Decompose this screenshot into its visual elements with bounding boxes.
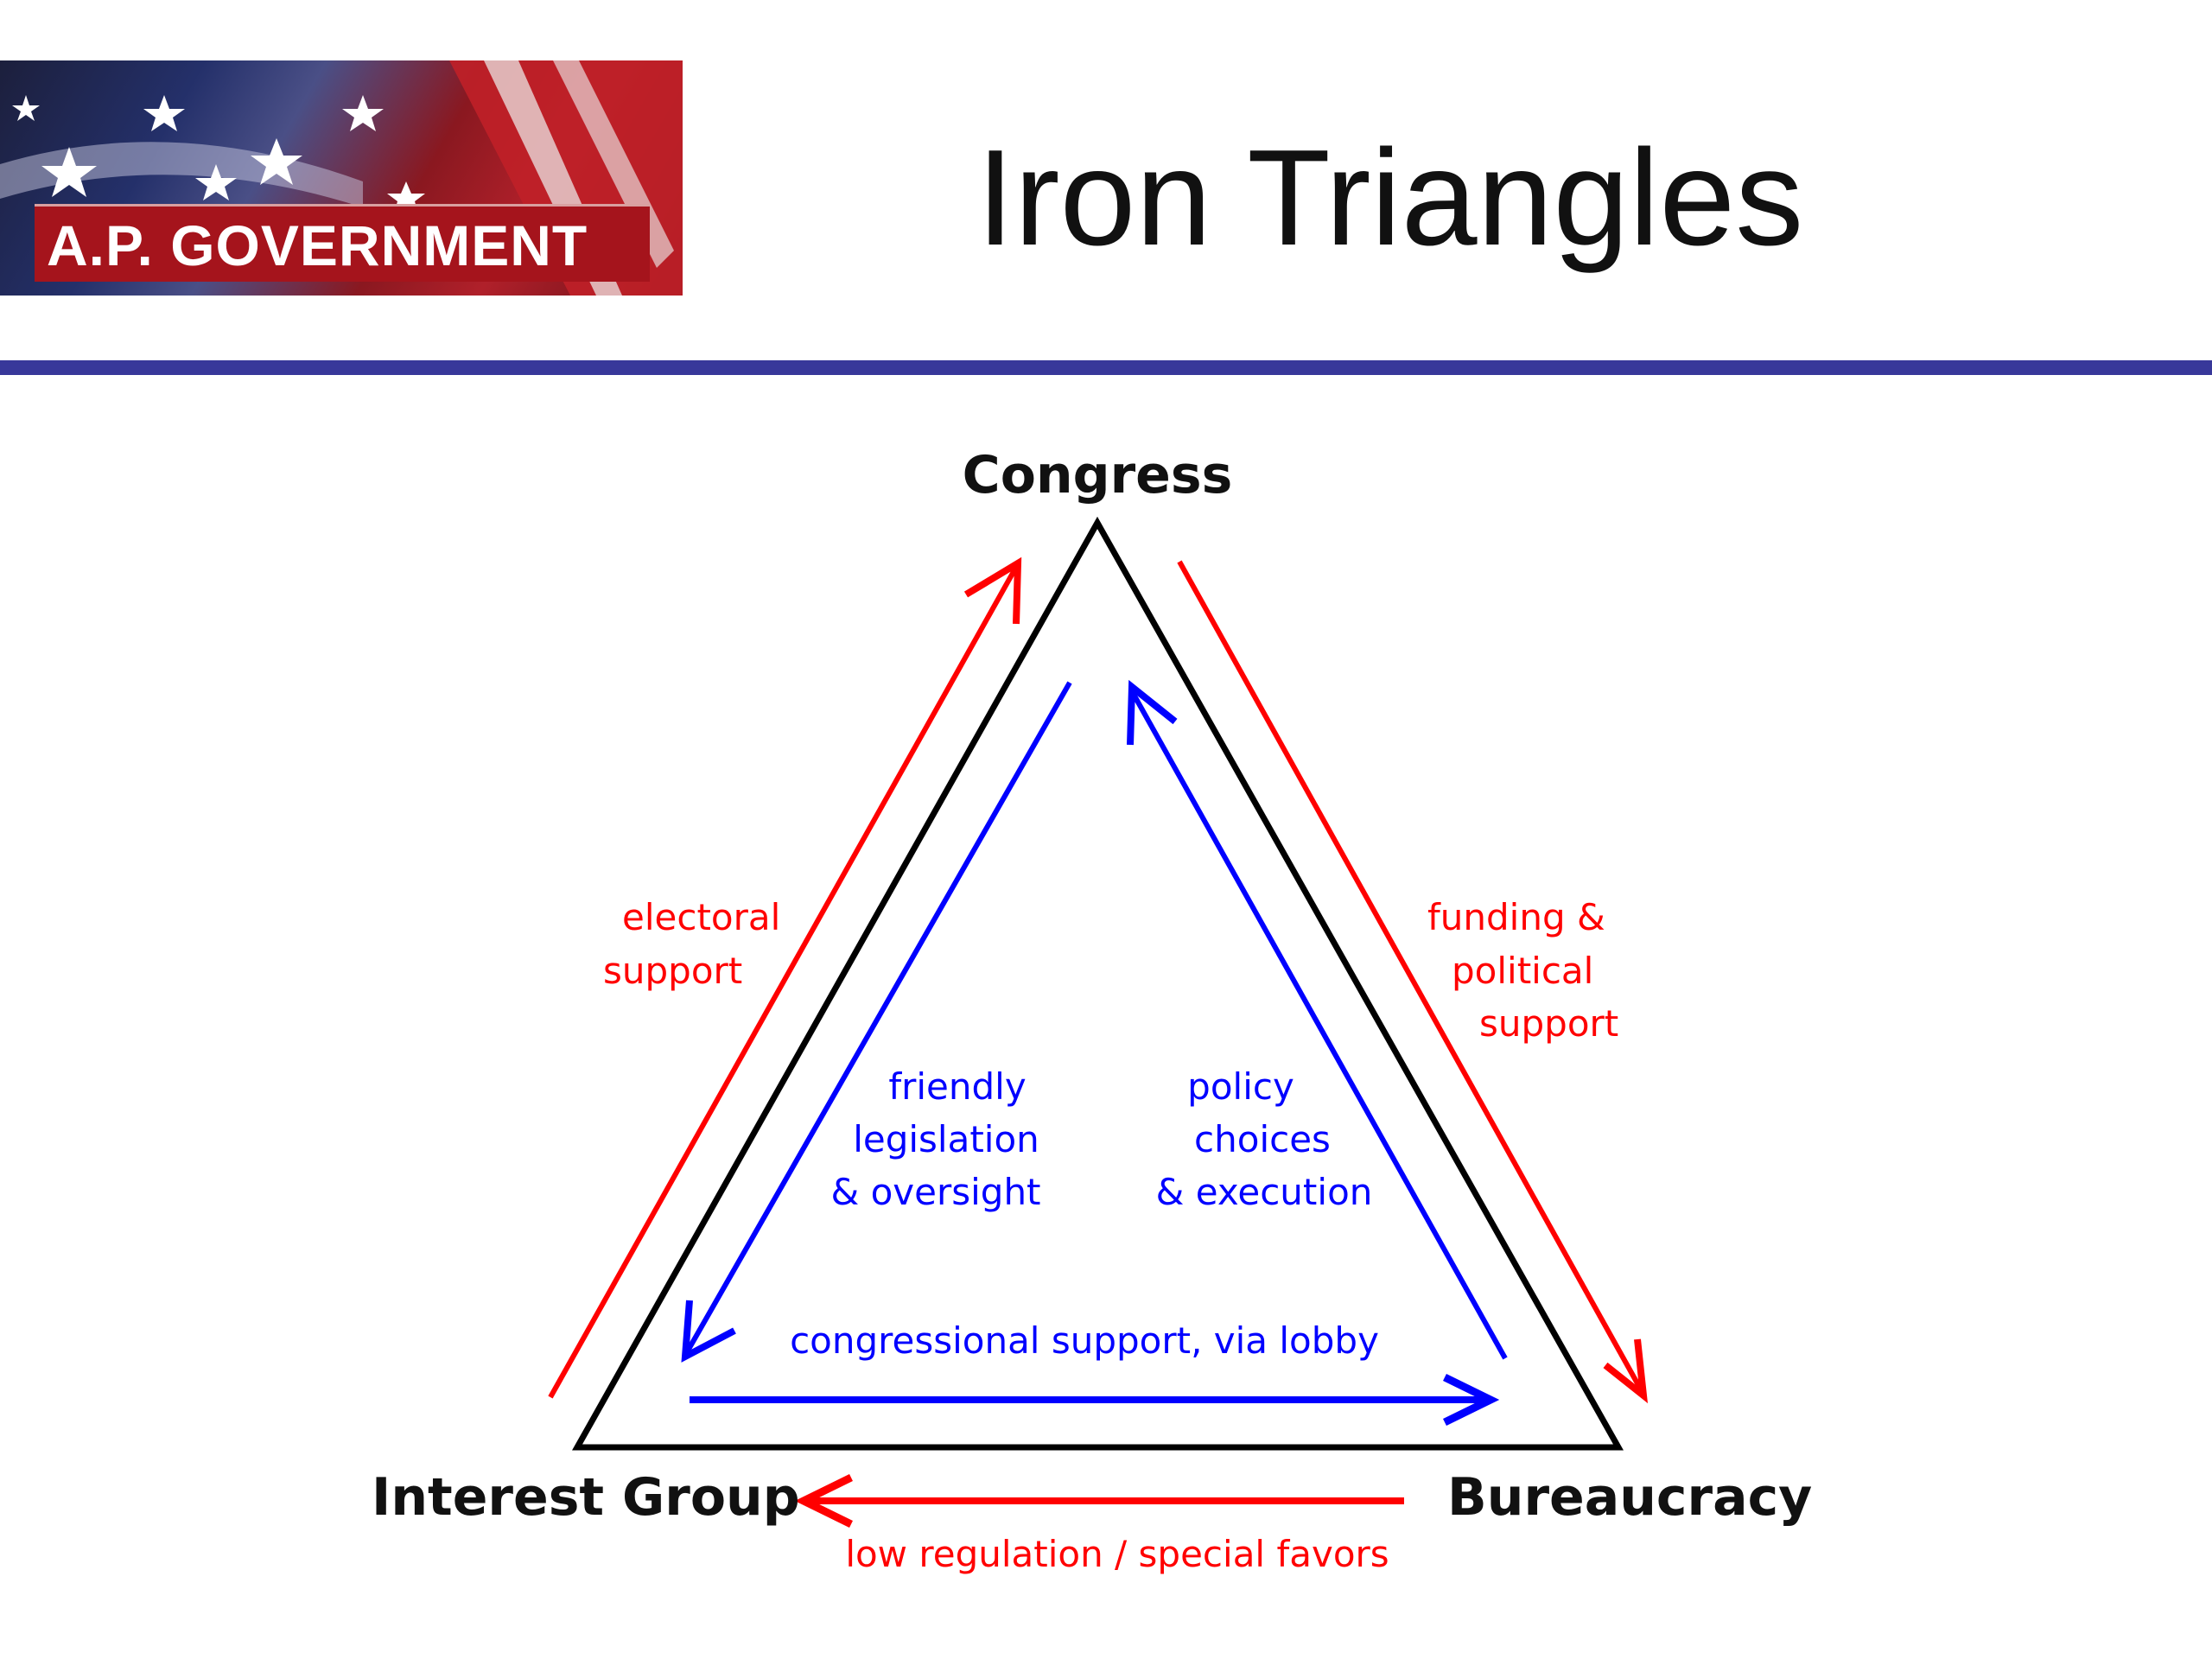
arrow-funding-support — [1177, 560, 1649, 1404]
label-funding: funding & — [1427, 896, 1605, 938]
label-electoral: electoral — [622, 896, 780, 938]
arrow-congressional-support — [690, 1373, 1500, 1427]
arrow-friendly-legislation — [681, 681, 1072, 1363]
label-congressional-support: congressional support, via lobby — [790, 1319, 1379, 1362]
label-friendly: friendly — [888, 1065, 1026, 1108]
header-divider — [0, 360, 2212, 375]
arrow-policy-choices — [1127, 679, 1508, 1360]
label-electoral-support: support — [603, 950, 742, 992]
arrow-low-regulation — [794, 1473, 1404, 1529]
label-oversight: & oversight — [830, 1171, 1040, 1213]
triangle — [572, 516, 1624, 1451]
label-policy: policy — [1187, 1065, 1294, 1108]
label-funding-support: support — [1479, 1002, 1618, 1045]
label-political: political — [1452, 950, 1593, 992]
node-interest-group: Interest Group — [372, 1467, 800, 1528]
label-legislation: legislation — [853, 1118, 1039, 1160]
page-title: Iron Triangles — [976, 122, 1804, 274]
arrow-electoral-support — [548, 556, 1022, 1399]
label-choices: choices — [1194, 1118, 1331, 1160]
logo-banner: A.P. GOVERNMENT — [0, 60, 683, 296]
label-low-regulation: low regulation / special favors — [845, 1533, 1389, 1575]
node-congress: Congress — [963, 445, 1233, 505]
logo-text: A.P. GOVERNMENT — [35, 204, 650, 282]
label-execution: & execution — [1156, 1171, 1373, 1213]
node-bureaucracy: Bureaucracy — [1447, 1467, 1812, 1528]
